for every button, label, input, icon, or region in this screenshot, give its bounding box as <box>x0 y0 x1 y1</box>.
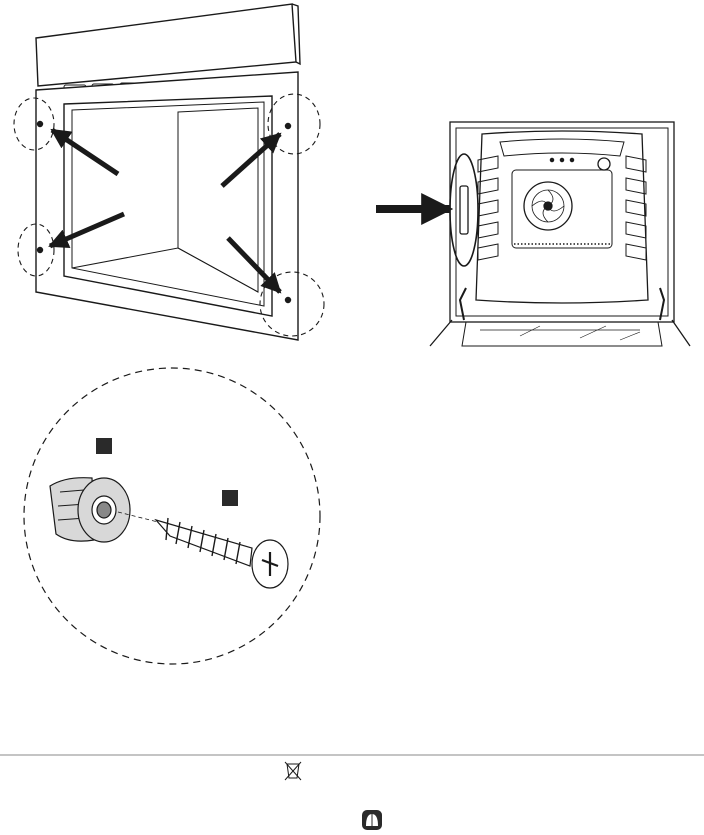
wall-plug <box>50 478 130 542</box>
crossed-bin-icon <box>285 762 301 780</box>
eco-leaf-icon <box>362 810 382 830</box>
screw <box>156 518 288 588</box>
marker-b <box>222 490 238 506</box>
oven-interior-view <box>430 122 690 346</box>
fastener-detail <box>24 368 320 664</box>
marker-a <box>96 438 112 454</box>
